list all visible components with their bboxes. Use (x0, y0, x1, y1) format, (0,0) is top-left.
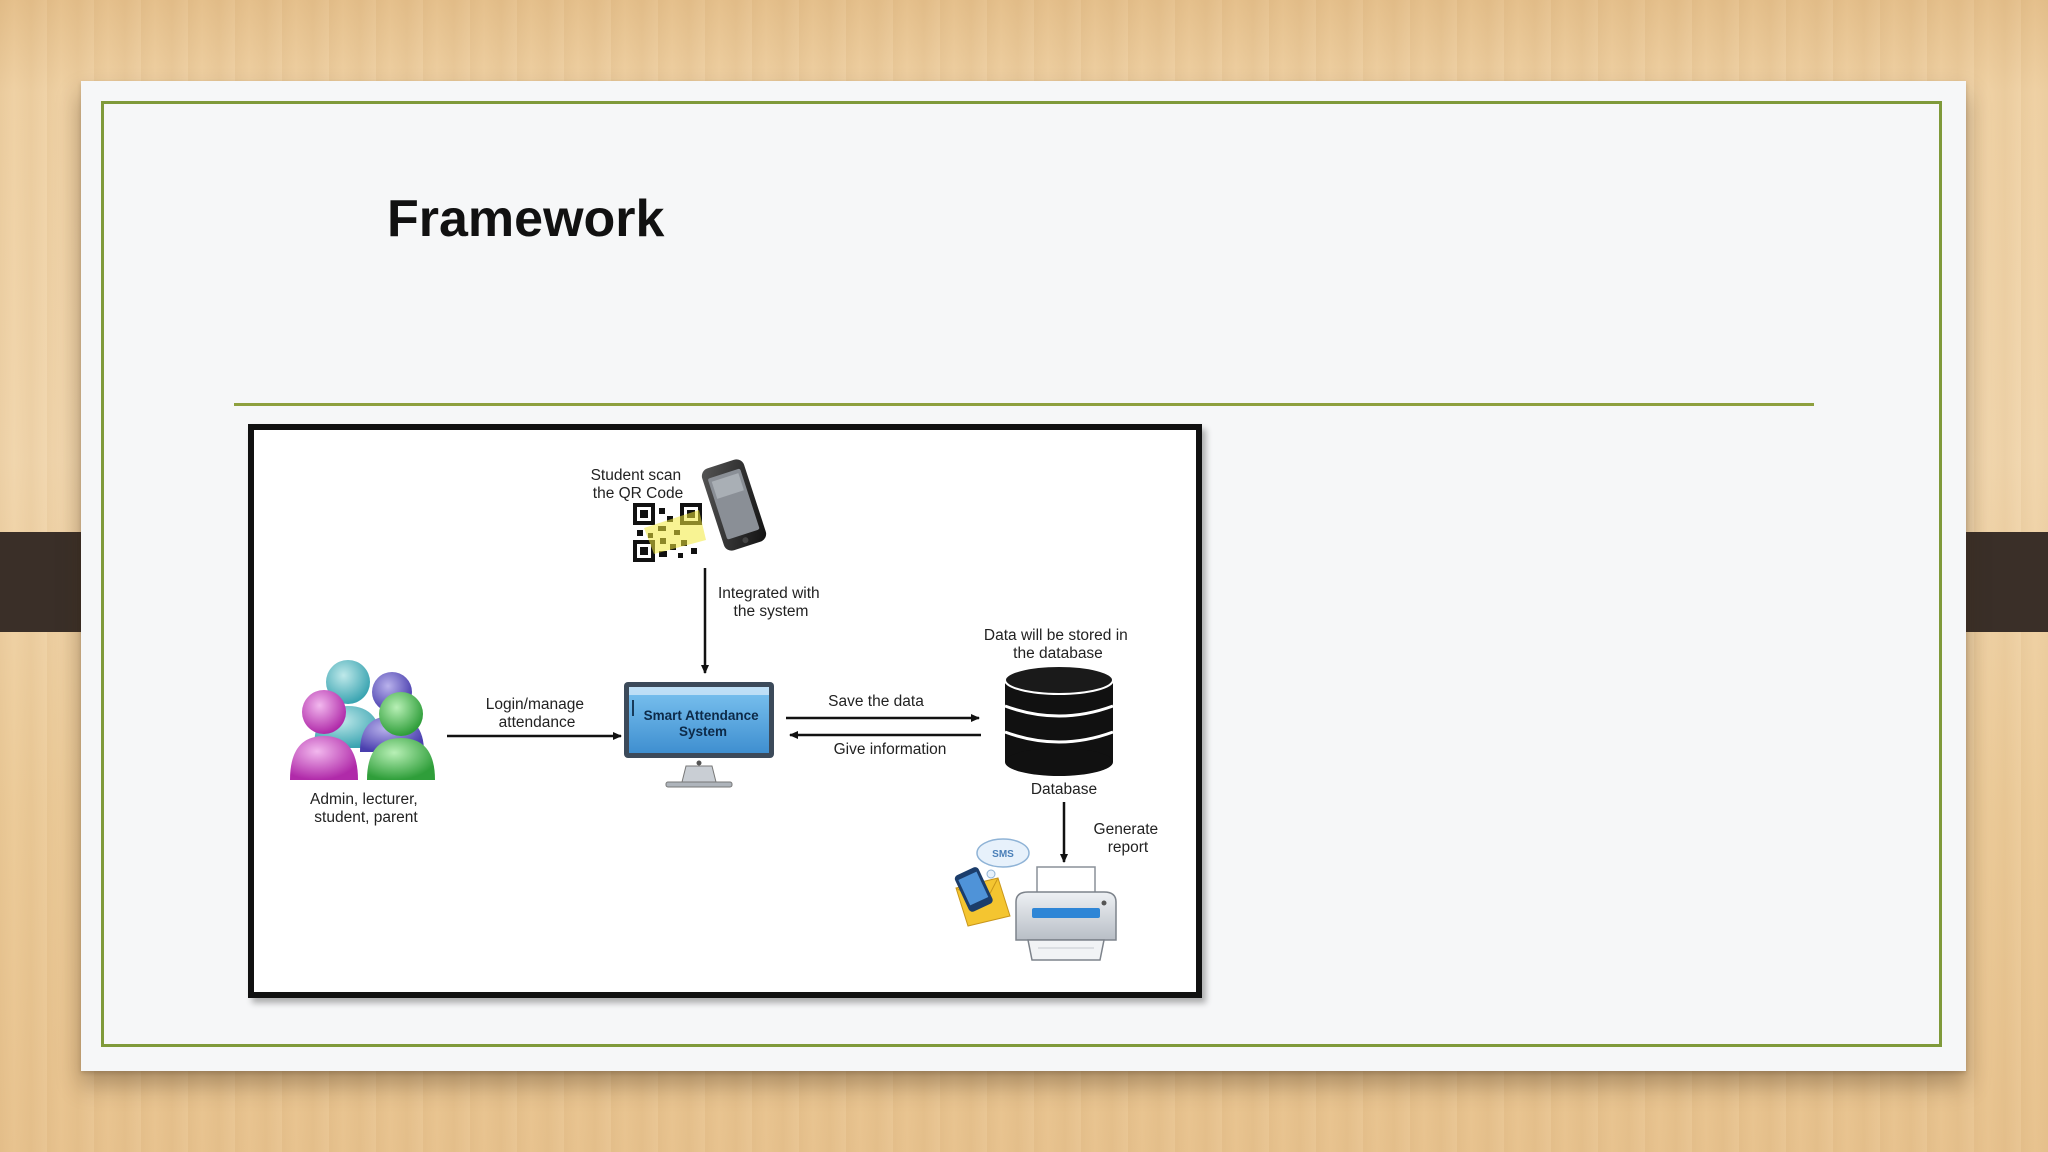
label-give-info: Give information (834, 741, 947, 758)
qr-code-icon (633, 503, 706, 562)
label-data-stored: Data will be stored in the database (984, 627, 1132, 662)
smartphone-icon (701, 459, 767, 551)
framework-diagram: Student scan the QR Code (248, 424, 1202, 998)
monitor-icon (624, 682, 774, 788)
monitor-title: Smart Attendance System (644, 708, 763, 739)
label-student-scan: Student scan the QR Code (591, 467, 686, 502)
title-rule (234, 403, 1814, 406)
label-database: Database (1031, 781, 1097, 798)
label-users: Admin, lecturer, student, parent (310, 791, 422, 826)
sms-bubble-icon: SMS (976, 838, 1030, 879)
label-save-data: Save the data (828, 693, 924, 710)
label-login: Login/manage attendance (486, 696, 589, 731)
slide-frame (101, 101, 1942, 1047)
diagram-canvas: Student scan the QR Code (290, 459, 1163, 961)
svg-text:SMS: SMS (992, 849, 1014, 860)
small-phone-icon (954, 867, 993, 912)
database-icon (1004, 665, 1114, 776)
label-integrated: Integrated with the system (718, 585, 824, 620)
slide-paper: Framework Student scan the QR Code (81, 81, 1966, 1071)
label-generate-report: Generate report (1094, 821, 1163, 856)
printer-icon (1015, 866, 1117, 961)
users-group-icon (290, 660, 435, 780)
slide-title: Framework (387, 190, 665, 248)
